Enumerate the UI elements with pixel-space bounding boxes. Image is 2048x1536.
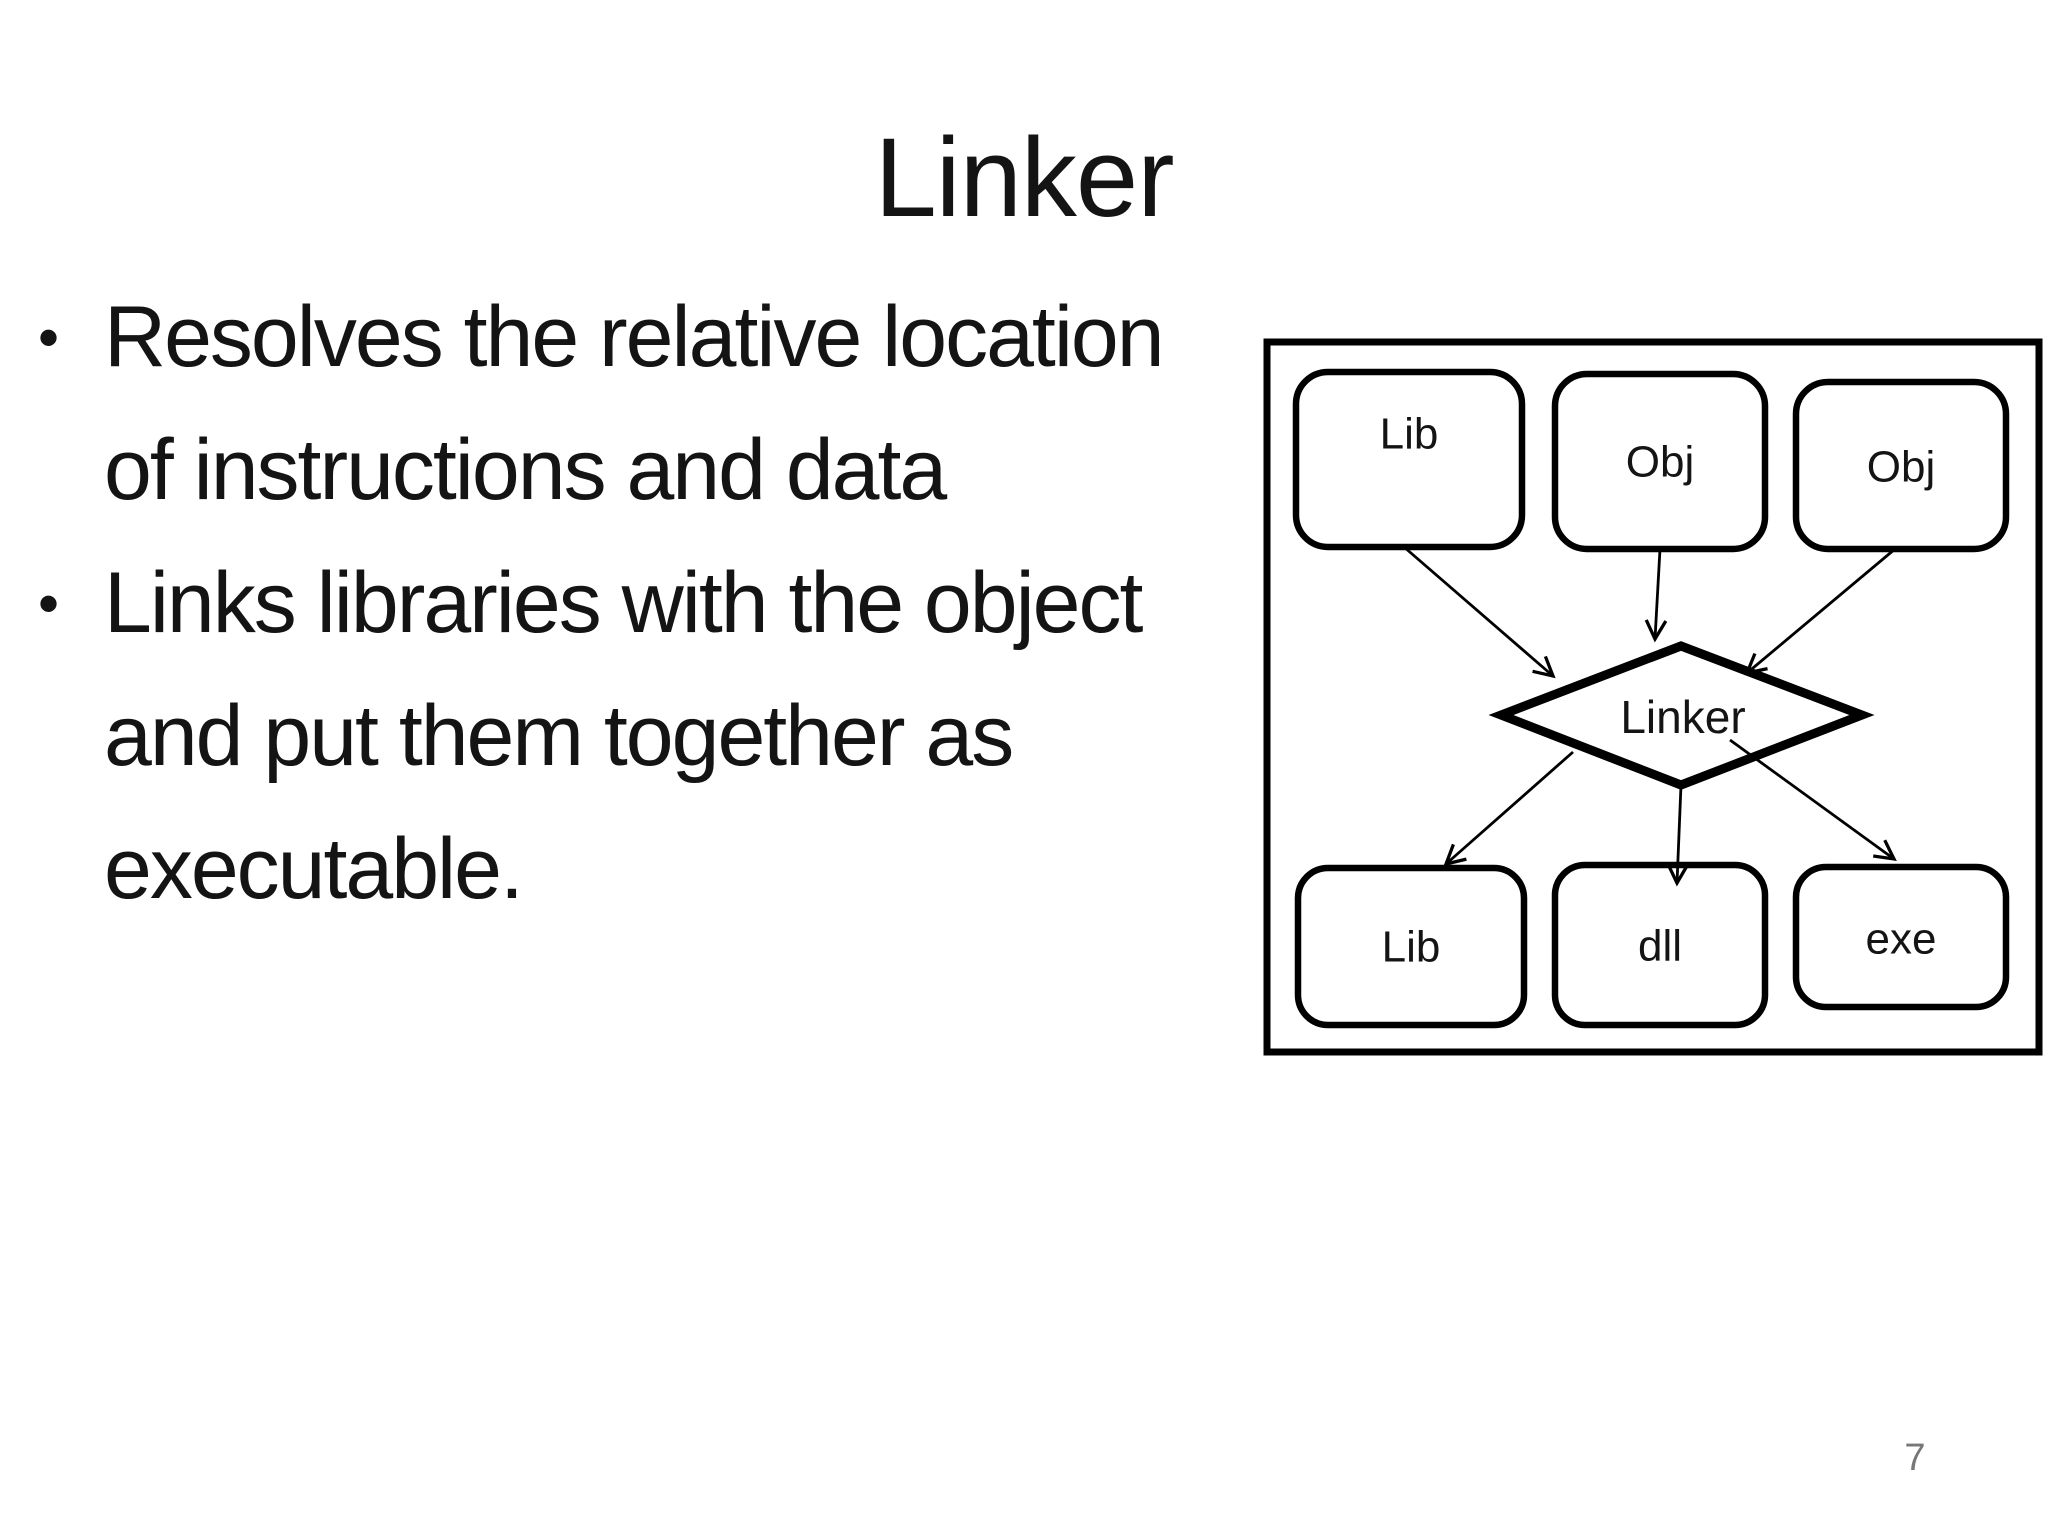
bullet-marker: • bbox=[38, 570, 60, 637]
arrow-linker-to-lib bbox=[1446, 750, 1574, 864]
bullet-item: • Resolves the relative location of inst… bbox=[30, 271, 1240, 537]
node-dll-output-label: dll bbox=[1638, 922, 1682, 971]
node-obj-input-2-label: Obj bbox=[1867, 443, 1935, 492]
node-lib-output bbox=[1294, 864, 1528, 1029]
bullet-text-line: Resolves the relative location bbox=[104, 289, 1165, 385]
bullet-item: • Links libraries with the object and pu… bbox=[30, 537, 1240, 936]
node-linker-label: Linker bbox=[1620, 691, 1745, 743]
node-lib-input bbox=[1292, 368, 1526, 551]
arrow-obj2-to-linker bbox=[1747, 547, 1896, 673]
linker-diagram: Lib Obj Obj Linker Lib dll exe bbox=[1263, 338, 2043, 1056]
bullet-list: • Resolves the relative location of inst… bbox=[30, 271, 1240, 936]
page-number: 7 bbox=[1904, 1437, 1926, 1479]
bullet-marker: • bbox=[38, 304, 60, 371]
node-dll-output bbox=[1551, 861, 1769, 1029]
node-lib-input-label: Lib bbox=[1380, 410, 1439, 459]
bullet-text-line: of instructions and data bbox=[104, 422, 947, 518]
slide-title: Linker bbox=[874, 115, 1174, 240]
bullet-text-line: executable. bbox=[104, 821, 524, 917]
node-obj-input-1-label: Obj bbox=[1626, 438, 1694, 487]
bullet-text-line: Links libraries with the object bbox=[104, 555, 1143, 651]
arrow-linker-to-dll bbox=[1677, 784, 1681, 883]
arrow-linker-to-exe bbox=[1729, 738, 1894, 859]
node-exe-output-label: exe bbox=[1866, 915, 1937, 964]
arrow-lib-to-linker bbox=[1403, 545, 1553, 676]
arrow-obj1-to-linker bbox=[1655, 548, 1660, 639]
node-lib-output-label: Lib bbox=[1382, 923, 1441, 972]
node-obj-input-2 bbox=[1792, 378, 2010, 553]
bullet-text-line: and put them together as bbox=[104, 688, 1014, 784]
node-exe-output bbox=[1792, 863, 2010, 1011]
